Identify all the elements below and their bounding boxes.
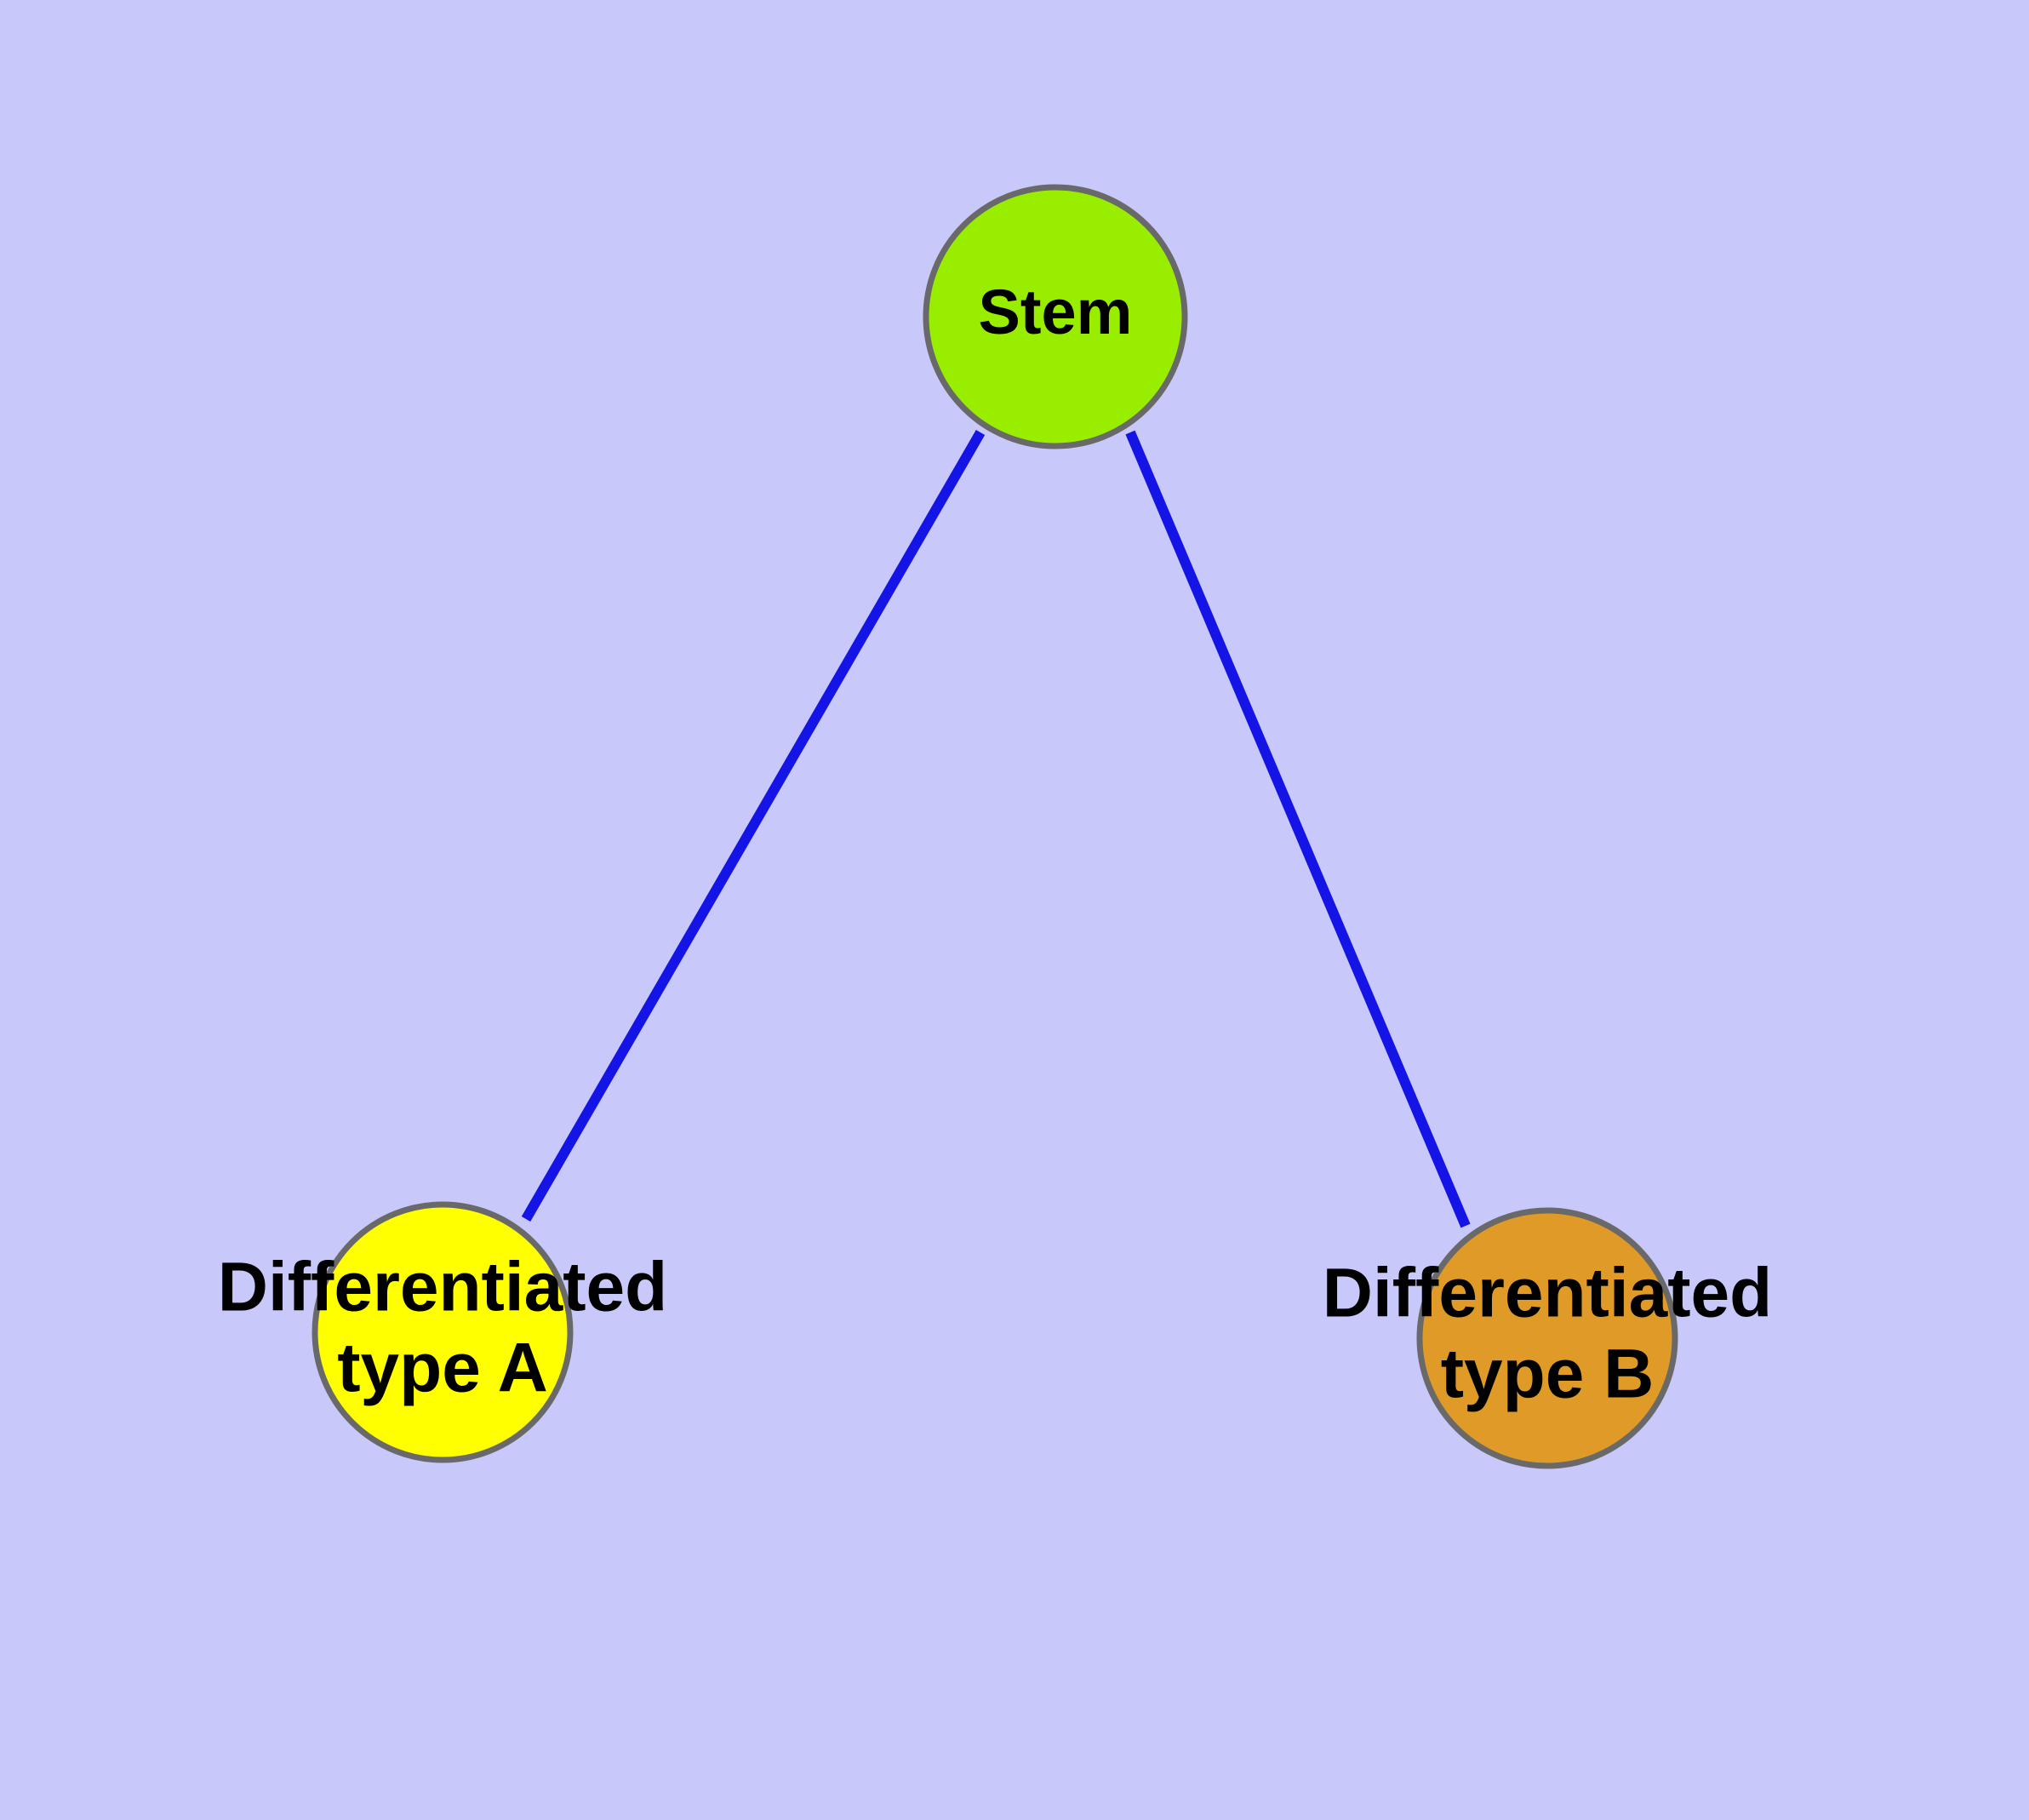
edge-stem-to-differentiated-type-a[interactable] [521, 429, 986, 1222]
node-stem-circle[interactable] [923, 184, 1188, 449]
edge-stem-to-differentiated-type-b[interactable] [1125, 430, 1471, 1228]
node-stem-label: Stem [979, 277, 1133, 347]
node-stem[interactable]: Stem [923, 184, 1188, 449]
node-differentiated-type-a-circle[interactable] [311, 1201, 574, 1463]
node-label-line: Differentiated [1323, 1254, 1773, 1331]
node-label-line: type B [1441, 1335, 1655, 1412]
node-differentiated-type-b-circle[interactable] [1416, 1207, 1678, 1469]
node-label-line: type A [337, 1329, 548, 1406]
edges-layer [521, 429, 1471, 1228]
node-label-line: Differentiated [218, 1248, 668, 1325]
node-label-line: Stem [979, 277, 1133, 347]
